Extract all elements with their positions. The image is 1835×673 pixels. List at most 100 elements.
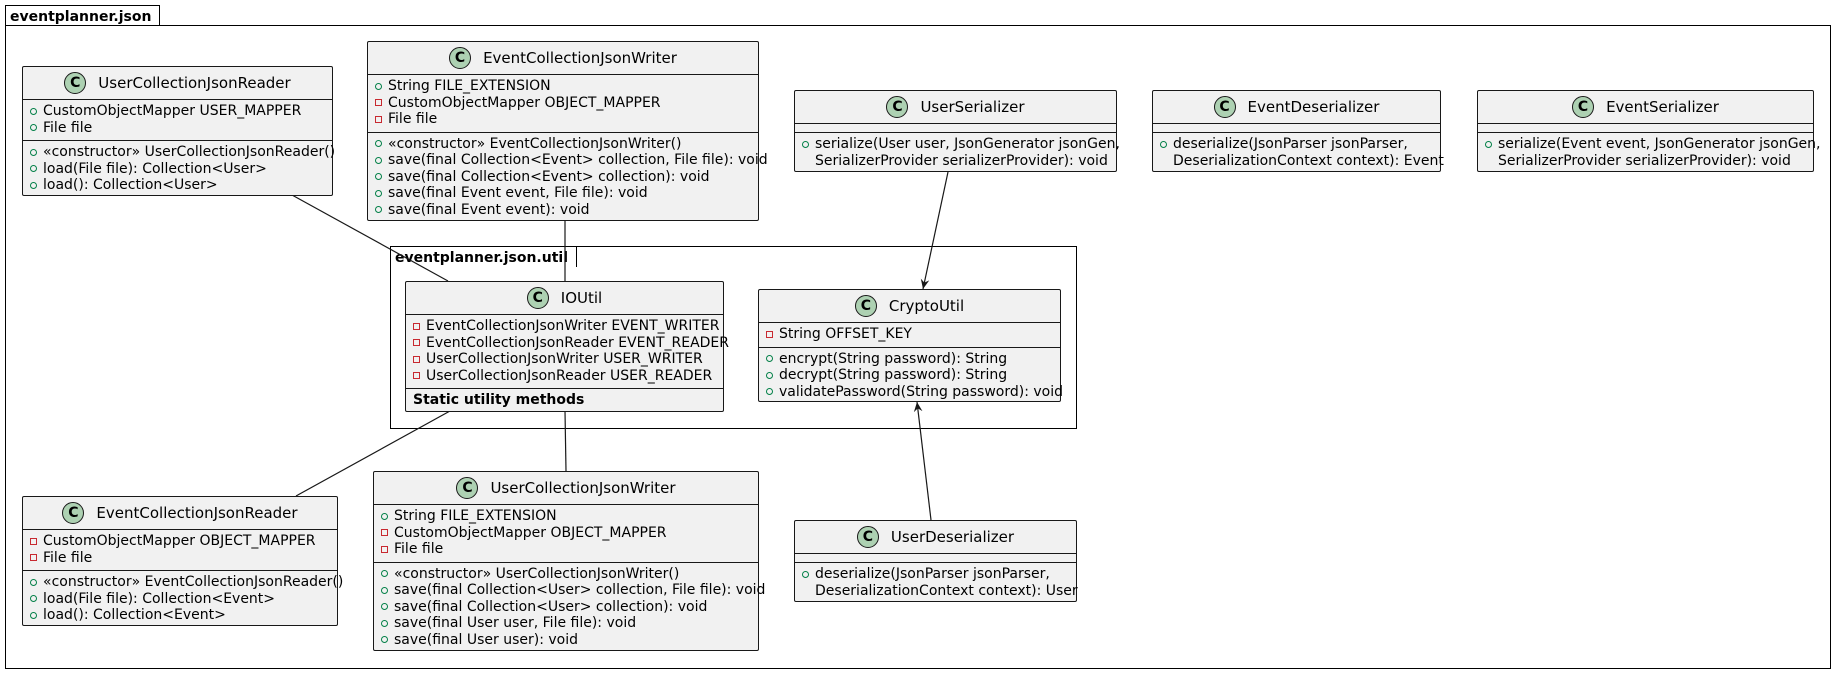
public-marker-icon bbox=[30, 107, 37, 115]
class-name: UserCollectionJsonWriter bbox=[490, 479, 676, 497]
private-marker-icon bbox=[381, 545, 388, 553]
public-marker-icon bbox=[381, 512, 388, 520]
methods-section: «constructor» UserCollectionJsonWriter()… bbox=[374, 563, 765, 653]
method-row-continuation: DeserializationContext context): Event bbox=[1173, 152, 1444, 169]
class-user-serializer[interactable]: C UserSerializer serialize(User user, Jso… bbox=[794, 90, 1120, 172]
class-name: UserSerializer bbox=[920, 98, 1025, 116]
method-row: save(final Collection<User> collection, … bbox=[374, 582, 765, 599]
class-name: EventDeserializer bbox=[1247, 98, 1380, 116]
class-name: UserDeserializer bbox=[890, 528, 1015, 546]
public-marker-icon bbox=[381, 636, 388, 644]
method-row: «constructor» EventCollectionJsonWriter(… bbox=[368, 136, 758, 153]
public-marker-icon bbox=[375, 189, 382, 197]
method-row: serialize(User user, JsonGenerator jsonG… bbox=[795, 136, 1120, 153]
public-marker-icon bbox=[375, 82, 382, 90]
public-marker-icon bbox=[381, 603, 388, 611]
public-marker-icon bbox=[381, 619, 388, 627]
public-marker-icon bbox=[30, 181, 37, 189]
method-row-continuation: SerializerProvider serializerProvider): … bbox=[1498, 152, 1791, 169]
class-name: IOUtil bbox=[560, 289, 603, 307]
class-icon: C bbox=[526, 287, 549, 309]
method-row: serialize(Event event, JsonGenerator jso… bbox=[1478, 136, 1820, 153]
method-row-continuation: DeserializationContext context): User bbox=[815, 582, 1078, 599]
public-marker-icon bbox=[30, 165, 37, 173]
public-marker-icon bbox=[30, 148, 37, 156]
public-marker-icon bbox=[802, 140, 809, 148]
methods-section: «constructor» EventCollectionJsonReader(… bbox=[23, 571, 343, 628]
class-name: UserCollectionJsonReader bbox=[98, 74, 291, 92]
class-event-deserializer[interactable]: C EventDeserializer deserialize(JsonParse… bbox=[1152, 90, 1444, 172]
public-marker-icon bbox=[766, 371, 773, 379]
public-marker-icon bbox=[375, 140, 382, 148]
private-marker-icon bbox=[375, 115, 382, 123]
method-row: save(final Collection<User> collection):… bbox=[374, 599, 758, 616]
public-marker-icon bbox=[30, 611, 37, 619]
fields-section bbox=[795, 124, 1116, 133]
class-icon: C bbox=[456, 477, 479, 499]
methods-section: encrypt(String password): String decrypt… bbox=[759, 348, 1063, 405]
field-row: EventCollectionJsonReader EVENT_READER bbox=[406, 335, 729, 352]
method-row: save(final Collection<Event> collection)… bbox=[368, 169, 758, 186]
class-user-deserializer[interactable]: C UserDeserializer deserialize(JsonParser… bbox=[794, 520, 1078, 602]
method-row: «constructor» EventCollectionJsonReader(… bbox=[23, 574, 343, 591]
method-row-continuation: SerializerProvider serializerProvider): … bbox=[815, 152, 1108, 169]
class-icon: C bbox=[886, 96, 909, 118]
field-row: EventCollectionJsonWriter EVENT_WRITER bbox=[406, 318, 723, 335]
fields-section: CustomObjectMapper OBJECT_MAPPER File fi… bbox=[23, 530, 337, 571]
method-row: load(): Collection<Event> bbox=[23, 607, 337, 624]
private-marker-icon bbox=[413, 372, 420, 380]
methods-section: serialize(Event event, JsonGenerator jso… bbox=[1478, 133, 1820, 173]
method-row: deserialize(JsonParser jsonParser, bbox=[795, 566, 1076, 583]
public-marker-icon bbox=[30, 578, 37, 586]
methods-section: «constructor» UserCollectionJsonReader()… bbox=[23, 141, 335, 198]
method-row: deserialize(JsonParser jsonParser, bbox=[1153, 136, 1440, 153]
class-icon: C bbox=[1572, 96, 1595, 118]
class-icon: C bbox=[1213, 96, 1236, 118]
private-marker-icon bbox=[766, 330, 773, 338]
note-section: Static utility methods bbox=[406, 389, 723, 413]
public-marker-icon bbox=[766, 355, 773, 363]
method-row: save(final Event event): void bbox=[368, 202, 758, 219]
class-name: CryptoUtil bbox=[888, 297, 965, 315]
private-marker-icon bbox=[375, 99, 382, 107]
field-row: String FILE_EXTENSION bbox=[368, 78, 758, 95]
class-name: EventCollectionJsonReader bbox=[96, 504, 298, 522]
method-row: «constructor» UserCollectionJsonReader() bbox=[23, 144, 335, 161]
package-tab-eventplanner-json: eventplanner.json bbox=[5, 5, 161, 26]
field-row: CustomObjectMapper OBJECT_MAPPER bbox=[23, 533, 337, 550]
private-marker-icon bbox=[413, 322, 420, 330]
field-row: UserCollectionJsonWriter USER_WRITER bbox=[406, 351, 723, 368]
class-event-collection-json-reader[interactable]: C EventCollectionJsonReader CustomObjectM… bbox=[22, 496, 343, 628]
class-name: EventSerializer bbox=[1606, 98, 1719, 116]
class-icon: C bbox=[62, 502, 85, 524]
field-row: File file bbox=[368, 111, 758, 128]
package-name: eventplanner.json bbox=[10, 9, 152, 25]
field-row: String OFFSET_KEY bbox=[759, 326, 1060, 343]
private-marker-icon bbox=[413, 339, 420, 347]
class-ioutil[interactable]: C IOUtil EventCollectionJsonWriter EVENT_… bbox=[405, 281, 729, 413]
fields-section bbox=[795, 554, 1076, 563]
method-row: load(File file): Collection<User> bbox=[23, 161, 332, 178]
class-user-collection-json-writer[interactable]: C UserCollectionJsonWriter String FILE_EX… bbox=[373, 471, 765, 653]
fields-section: EventCollectionJsonWriter EVENT_WRITER E… bbox=[406, 315, 729, 389]
class-event-serializer[interactable]: C EventSerializer serialize(Event event, … bbox=[1477, 90, 1820, 173]
public-marker-icon bbox=[375, 206, 382, 214]
public-marker-icon bbox=[30, 595, 37, 603]
method-row: save(final Collection<Event> collection,… bbox=[368, 152, 768, 169]
private-marker-icon bbox=[30, 554, 37, 562]
class-icon: C bbox=[64, 72, 87, 94]
fields-section: String FILE_EXTENSION CustomObjectMapper… bbox=[374, 505, 758, 563]
private-marker-icon bbox=[30, 537, 37, 545]
method-row: validatePassword(String password): void bbox=[759, 384, 1063, 401]
methods-section: «constructor» EventCollectionJsonWriter(… bbox=[368, 133, 768, 223]
private-marker-icon bbox=[413, 355, 420, 363]
method-row: encrypt(String password): String bbox=[759, 351, 1060, 368]
fields-section: String FILE_EXTENSION CustomObjectMapper… bbox=[368, 75, 758, 133]
public-marker-icon bbox=[375, 173, 382, 181]
class-icon: C bbox=[856, 526, 879, 548]
fields-section: String OFFSET_KEY bbox=[759, 323, 1060, 348]
